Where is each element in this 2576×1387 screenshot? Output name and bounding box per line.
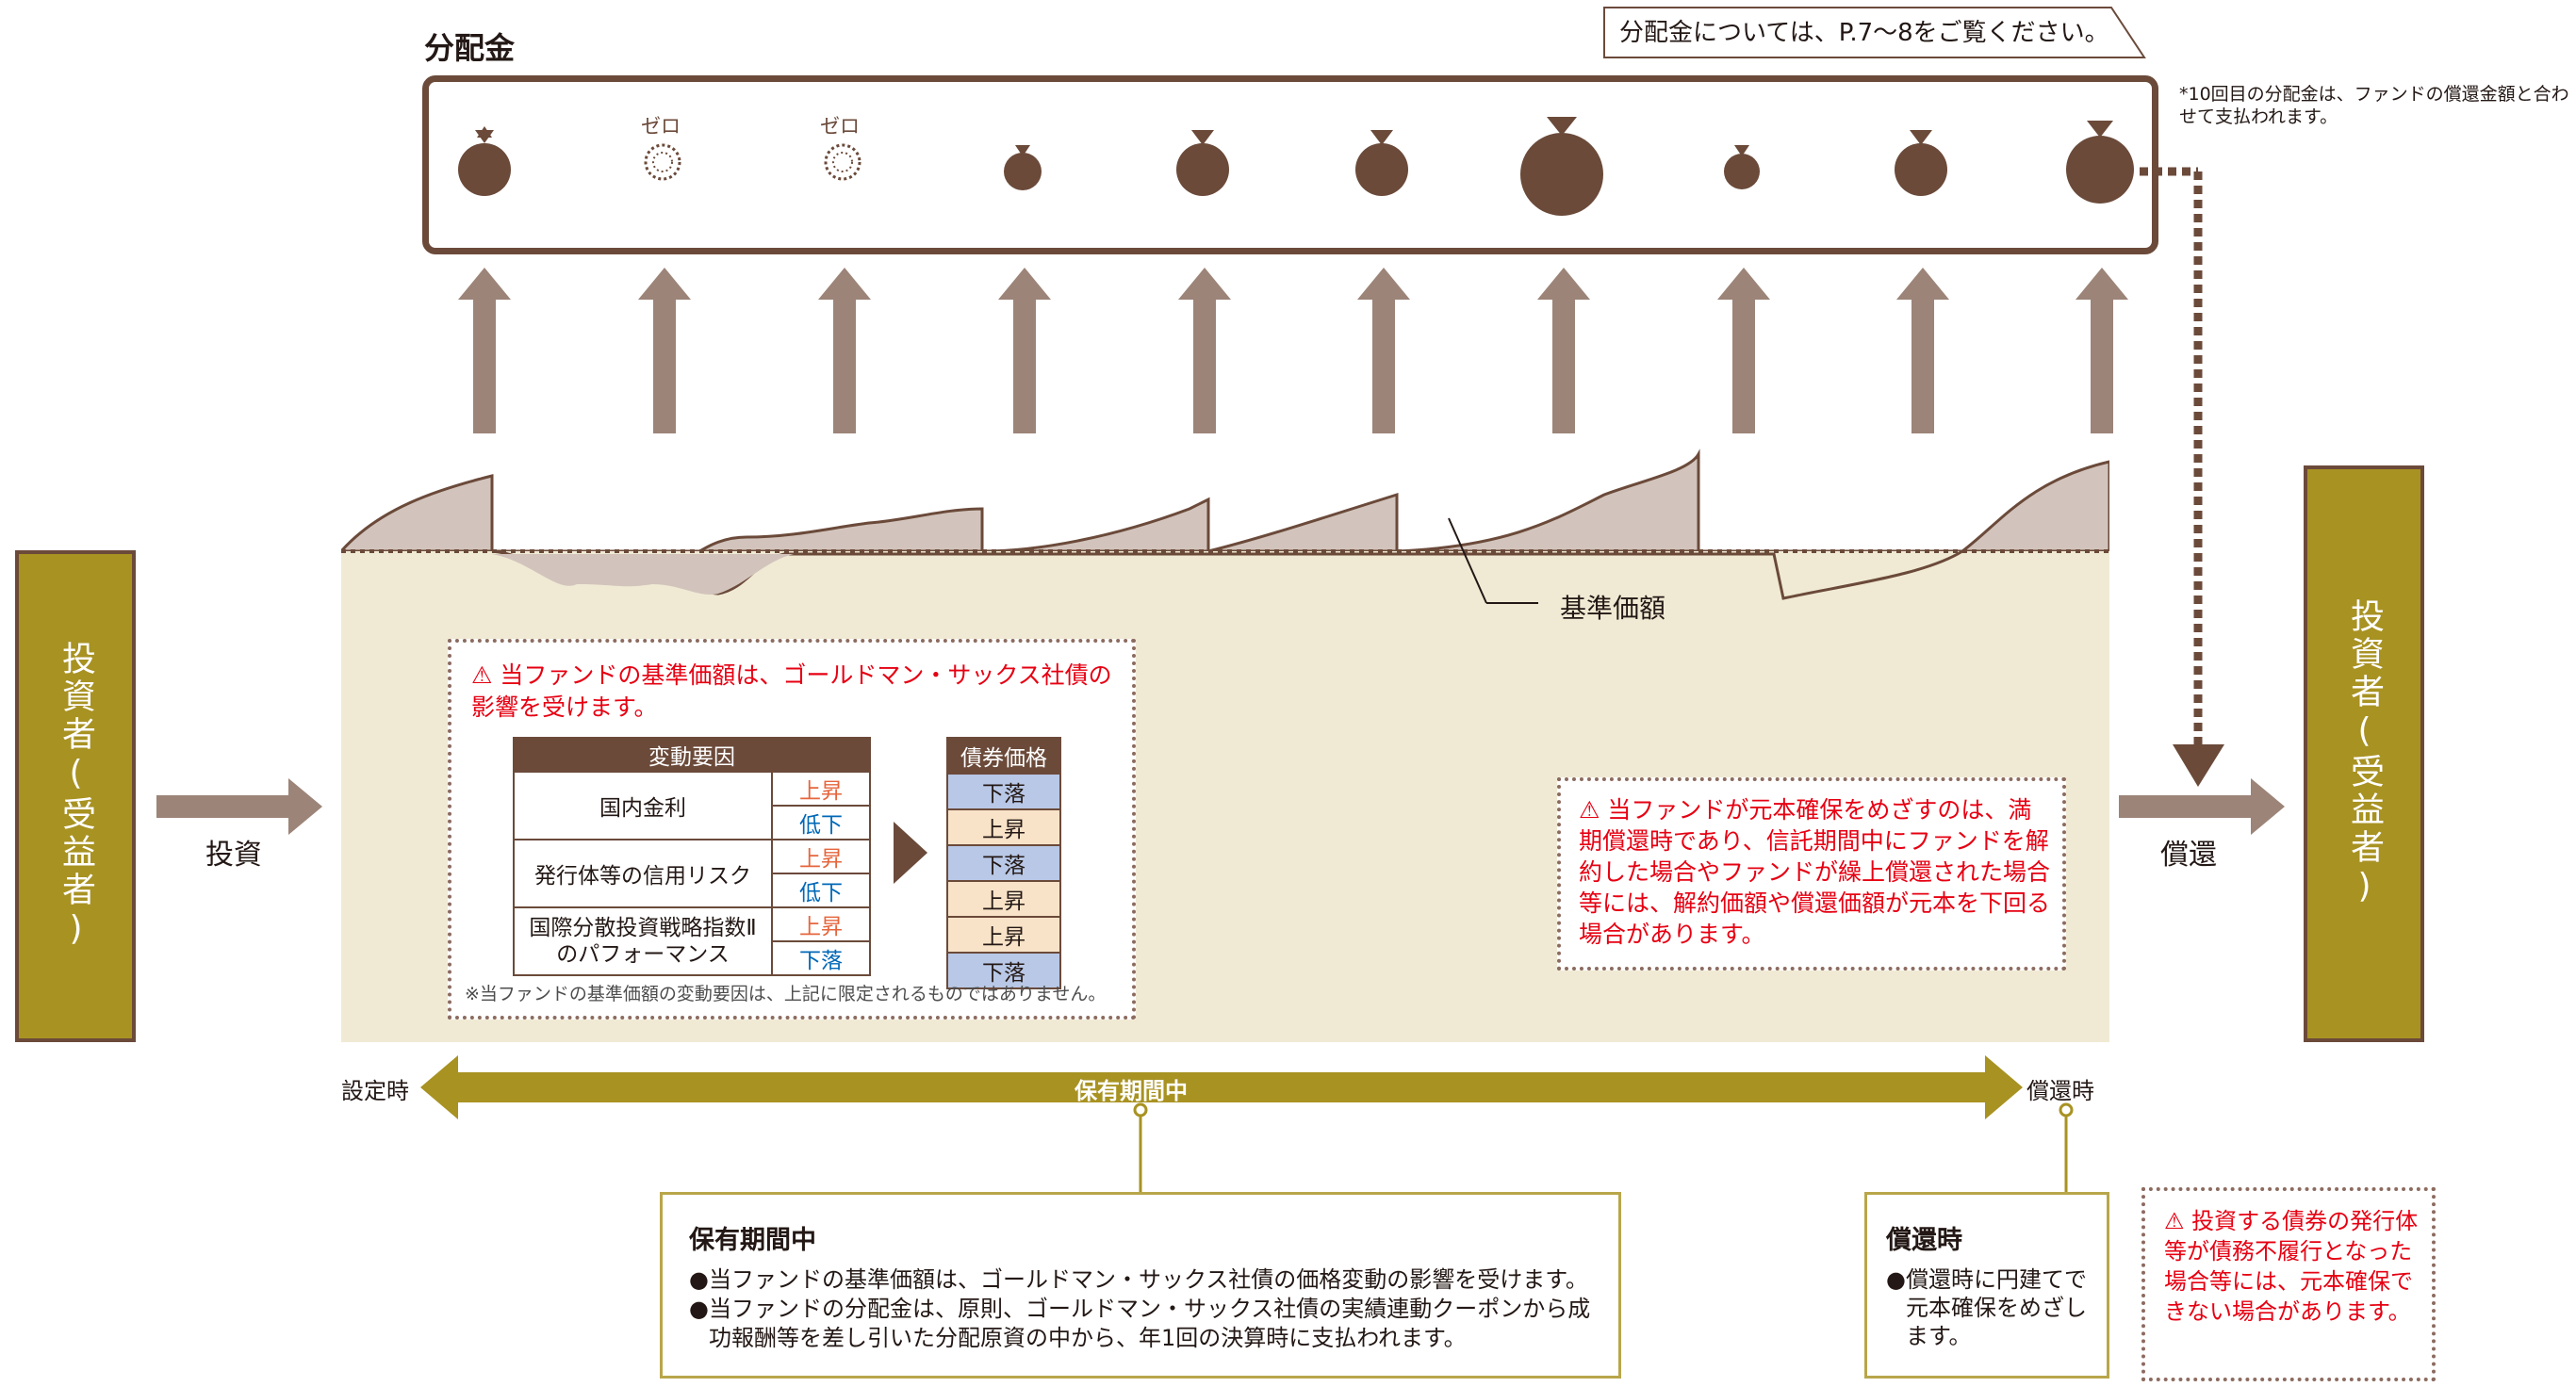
reference-note: 分配金については、P.7〜8をご覧ください。 xyxy=(1619,19,2109,47)
factor-table: 変動要因 国内金利 上昇 低下 発行体等の信用リスク 上昇 低下 国際分散投資戦… xyxy=(513,737,871,976)
warning-icon: ⚠ xyxy=(1579,796,1600,824)
holding-info-box: 保有期間中 ●当ファンドの基準価額は、ゴールドマン・サックス社債の価格変動の影響… xyxy=(660,1192,1621,1379)
bond-price: 下落 xyxy=(946,844,1061,882)
factor-name: 発行体等の信用リスク xyxy=(513,839,773,908)
invest-arrow xyxy=(156,778,322,835)
bond-price-table: 債券価格 下落 上昇 下落 上昇 上昇 下落 xyxy=(946,737,1061,989)
redemption-label: 償還 xyxy=(2160,839,2217,872)
maturity-info-box: 償還時 ●償還時に円建てで元本確保をめざします。 xyxy=(1864,1192,2109,1379)
distribution-coin-7 xyxy=(1520,117,1603,216)
maturity-bullet: ●償還時に円建てで元本確保をめざします。 xyxy=(1886,1266,2087,1349)
investor-left: 投資者(受益者) xyxy=(15,550,136,1042)
factor-move: 低下 xyxy=(771,805,871,840)
coins-layer xyxy=(458,117,2134,216)
reference-callout xyxy=(1603,7,2146,58)
distribution-coin-8 xyxy=(1724,145,1760,189)
zero-label-2: ゼロ xyxy=(641,115,681,138)
bond-price: 上昇 xyxy=(946,880,1061,918)
distribution-coin-10 xyxy=(2066,121,2134,204)
invest-label: 投資 xyxy=(205,839,262,872)
timeline-middle: 保有期間中 xyxy=(1075,1078,1188,1104)
bond-price: 上昇 xyxy=(946,916,1061,954)
distribution-coin-6 xyxy=(1355,130,1408,196)
distribution-box xyxy=(422,75,2158,254)
principal-note-box xyxy=(1557,777,2066,971)
distribution-coin-9 xyxy=(1895,130,1947,196)
default-note: ⚠ 投資する債券の発行体等が債務不履行となった場合等には、元本確保できない場合が… xyxy=(2164,1208,2419,1325)
holding-period-arrow xyxy=(420,1055,2023,1119)
nav-leader-line xyxy=(1448,517,1487,604)
factor-move: 上昇 xyxy=(771,839,871,874)
distribution-zero-2 xyxy=(644,143,681,181)
holding-bullet-2: ●当ファンドの分配金は、原則、ゴールドマン・サックス社債の実績連動クーポンから成… xyxy=(689,1296,1591,1351)
maturity-info-title: 償還時 xyxy=(1886,1226,1962,1255)
bond-header: 債券価格 xyxy=(946,737,1061,775)
factor-header: 変動要因 xyxy=(513,737,871,773)
nav-chart xyxy=(341,449,2109,631)
bond-price: 下落 xyxy=(946,773,1061,810)
bond-price: 下落 xyxy=(946,952,1061,989)
distribution-zero-3 xyxy=(824,143,861,181)
holding-info-title: 保有期間中 xyxy=(689,1226,816,1255)
factor-to-bond-arrow xyxy=(894,822,927,884)
timeline-start: 設定時 xyxy=(341,1078,409,1104)
redemption-arrow xyxy=(2119,778,2285,835)
factor-move: 上昇 xyxy=(771,906,871,942)
holding-bullet-1: ●当ファンドの基準価額は、ゴールドマン・サックス社債の価格変動の影響を受けます。 xyxy=(689,1266,1588,1293)
factor-name: 国際分散投資戦略指数Ⅱのパフォーマンス xyxy=(513,906,773,976)
zero-label-3: ゼロ xyxy=(820,115,860,138)
bond-price: 上昇 xyxy=(946,808,1061,846)
influence-heading: ⚠ 当ファンドの基準価額は、ゴールドマン・サックス社債の影響を受けます。 xyxy=(471,661,1112,721)
warning-icon: ⚠ xyxy=(471,661,493,689)
distribution-coin-1 xyxy=(458,126,511,196)
dotted-redemption-connector xyxy=(2140,167,2224,787)
influence-footnote: ※当ファンドの基準価額の変動要因は、上記に限定されるものではありません。 xyxy=(465,984,1107,1004)
distribution-coin-5 xyxy=(1176,130,1229,196)
investor-right: 投資者(受益者) xyxy=(2304,465,2424,1042)
principal-note: ⚠ 当ファンドが元本確保をめざすのは、満期償還時であり、信託期間中にファンドを解… xyxy=(1579,796,2051,948)
factor-move: 上昇 xyxy=(771,771,871,807)
holding-connector xyxy=(1133,1102,1148,1197)
distribution-coin-4 xyxy=(1004,145,1042,190)
default-note-box xyxy=(2141,1187,2436,1381)
factor-name: 国内金利 xyxy=(513,771,773,840)
warning-icon: ⚠ xyxy=(2164,1208,2185,1234)
factor-move: 低下 xyxy=(771,873,871,908)
maturity-connector xyxy=(2059,1102,2074,1197)
timeline-end: 償還時 xyxy=(2026,1078,2094,1104)
factor-move: 下落 xyxy=(771,940,871,976)
up-arrows xyxy=(458,268,2128,433)
tenth-distribution-note: *10回目の分配金は、ファンドの償還金額と合わせて支払われます。 xyxy=(2179,84,2569,127)
distribution-title: 分配金 xyxy=(424,30,516,66)
nav-label: 基準価額 xyxy=(1560,593,1666,624)
